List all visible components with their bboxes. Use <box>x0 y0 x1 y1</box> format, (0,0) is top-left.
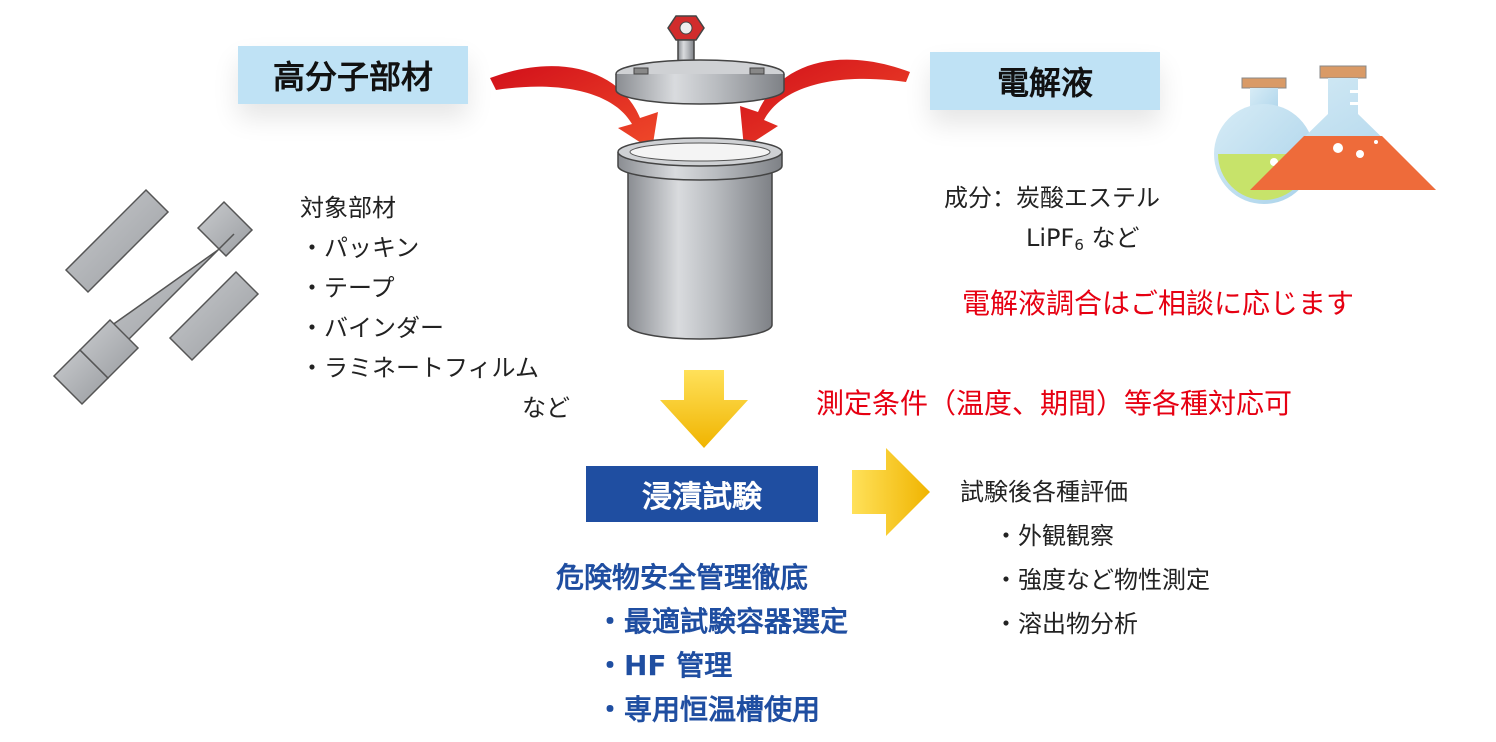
electrolyte-text: 電解液 <box>996 64 1093 102</box>
components-prefix: 成分： <box>944 184 1016 212</box>
materials-tail: など <box>522 394 570 422</box>
evaluation-item: ・溶出物分析 <box>994 610 1138 638</box>
components-line1: 炭酸エステル <box>1016 184 1160 212</box>
arrow-down-icon <box>660 370 748 448</box>
polymer-material-text: 高分子部材 <box>272 58 433 96</box>
materials-list: 対象部材 ・パッキン ・テープ ・バインダー ・ラミネートフィルム など <box>300 188 570 428</box>
components-line2-tail: など <box>1083 224 1140 252</box>
materials-item: ・テープ <box>300 274 395 302</box>
conditions-note: 測定条件（温度、期間）等各種対応可 <box>816 387 1293 420</box>
materials-heading: 対象部材 <box>300 194 396 222</box>
polymer-material-label: 高分子部材 <box>238 46 468 104</box>
evaluation-item: ・強度など物性測定 <box>994 566 1210 594</box>
materials-item: ・バインダー <box>300 314 444 342</box>
consult-note: 電解液調合はご相談に応じます <box>962 287 1355 320</box>
safety-list: 危険物安全管理徹底 ・最適試験容器選定 ・HF 管理 ・専用恒温槽使用 <box>556 556 848 732</box>
components-text: 成分：炭酸エステル LiPF6 など <box>944 178 1160 265</box>
polymer-parts-icon <box>52 188 260 406</box>
pressure-vessel-icon <box>615 15 785 340</box>
safety-item: ・HF 管理 <box>596 649 733 682</box>
evaluation-list: 試験後各種評価 ・外観観察 ・強度など物性測定 ・溶出物分析 <box>960 470 1210 646</box>
lipf-text: LiPF <box>1026 224 1075 252</box>
components-line2: LiPF6 など <box>944 218 1160 265</box>
safety-heading: 危険物安全管理徹底 <box>556 561 809 594</box>
safety-item: ・最適試験容器選定 <box>596 605 849 638</box>
immersion-test-label: 浸漬試験 <box>642 480 762 515</box>
evaluation-item: ・外観観察 <box>994 522 1114 550</box>
flask-icon <box>1214 65 1436 204</box>
evaluation-heading: 試験後各種評価 <box>960 478 1128 506</box>
materials-item: ・パッキン <box>300 234 420 262</box>
lipf-subscript: 6 <box>1074 236 1084 254</box>
safety-item: ・専用恒温槽使用 <box>596 693 821 726</box>
electrolyte-label: 電解液 <box>930 52 1160 110</box>
materials-item: ・ラミネートフィルム <box>300 354 540 382</box>
arrow-right-icon <box>852 448 930 536</box>
immersion-test-box: 浸漬試験 <box>586 466 818 522</box>
